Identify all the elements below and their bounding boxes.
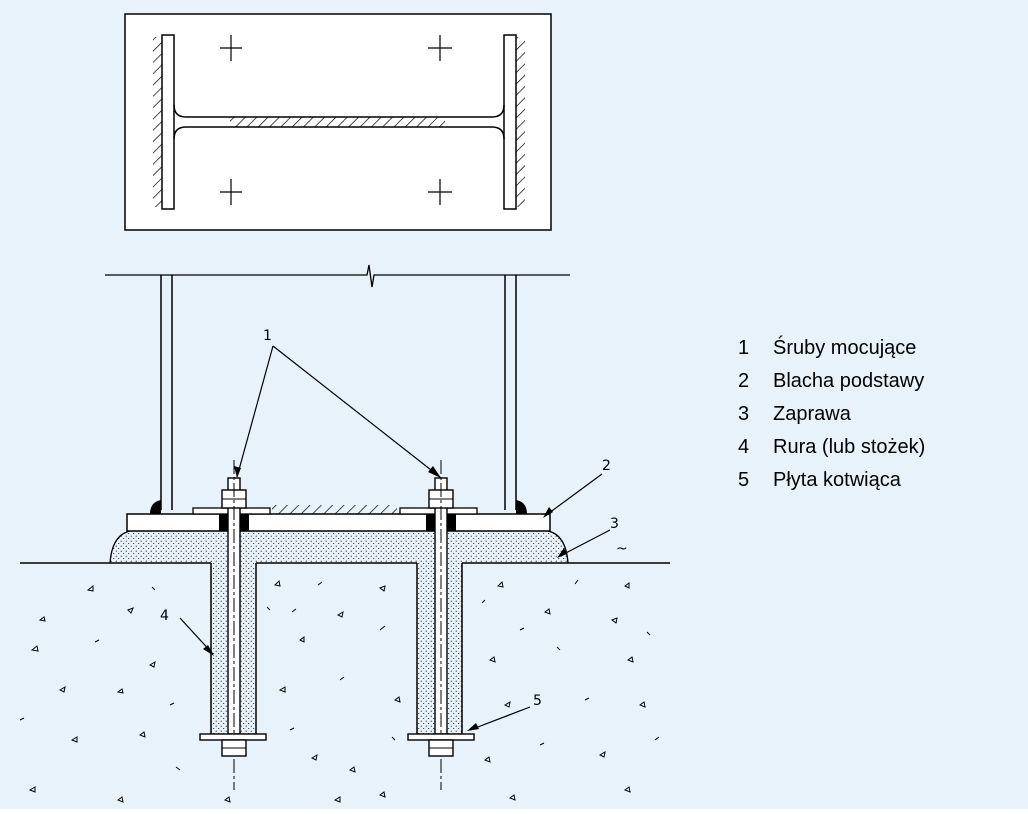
leader-lines xyxy=(179,345,611,731)
plan-web-weld-hatch xyxy=(230,117,445,127)
elevation-view: ~ 1 2 3 4 5 xyxy=(0,264,670,809)
concrete-aggregate xyxy=(19,579,660,803)
legend: 1 Śruby mocujące 2 Blacha podstawy 3 Zap… xyxy=(738,335,925,491)
plan-bolt-markers xyxy=(220,35,452,205)
callout-3: 3 xyxy=(610,516,619,532)
legend-label-1: Śruby mocujące xyxy=(773,335,916,359)
anchor-plates xyxy=(199,733,475,757)
legend-number-2: 2 xyxy=(738,370,749,392)
plan-left-weld-hatch xyxy=(153,37,162,207)
leader-arrowheads xyxy=(203,466,567,731)
legend-label-5: Płyta kotwiąca xyxy=(773,469,902,491)
legend-number-1: 1 xyxy=(738,337,749,359)
base-plate-weld-hatch xyxy=(272,505,397,514)
callout-4: 4 xyxy=(160,608,169,624)
column-flanges xyxy=(160,275,517,510)
grout-outline xyxy=(109,530,569,564)
plan-left-flange xyxy=(161,34,175,210)
concrete-foundation xyxy=(0,563,670,809)
tilde-mark: ~ xyxy=(616,541,628,557)
legend-label-2: Blacha podstawy xyxy=(773,370,924,392)
legend-number-5: 5 xyxy=(738,469,749,491)
legend-label-3: Zaprawa xyxy=(773,403,852,425)
plan-right-weld-hatch xyxy=(516,37,525,207)
callout-5: 5 xyxy=(533,693,542,709)
legend-number-4: 4 xyxy=(738,436,749,458)
plan-right-flange xyxy=(503,34,517,210)
legend-number-3: 3 xyxy=(738,403,749,425)
grout-bed xyxy=(110,531,568,737)
callout-2: 2 xyxy=(602,458,611,474)
column-break-line xyxy=(105,264,570,288)
plan-view xyxy=(124,13,552,231)
base-plate xyxy=(126,513,551,532)
legend-label-4: Rura (lub stożek) xyxy=(773,436,925,458)
sleeve-walls xyxy=(210,563,463,737)
column-welds xyxy=(150,500,527,514)
callout-1: 1 xyxy=(263,328,272,344)
left-anchor-bolt xyxy=(219,460,249,790)
